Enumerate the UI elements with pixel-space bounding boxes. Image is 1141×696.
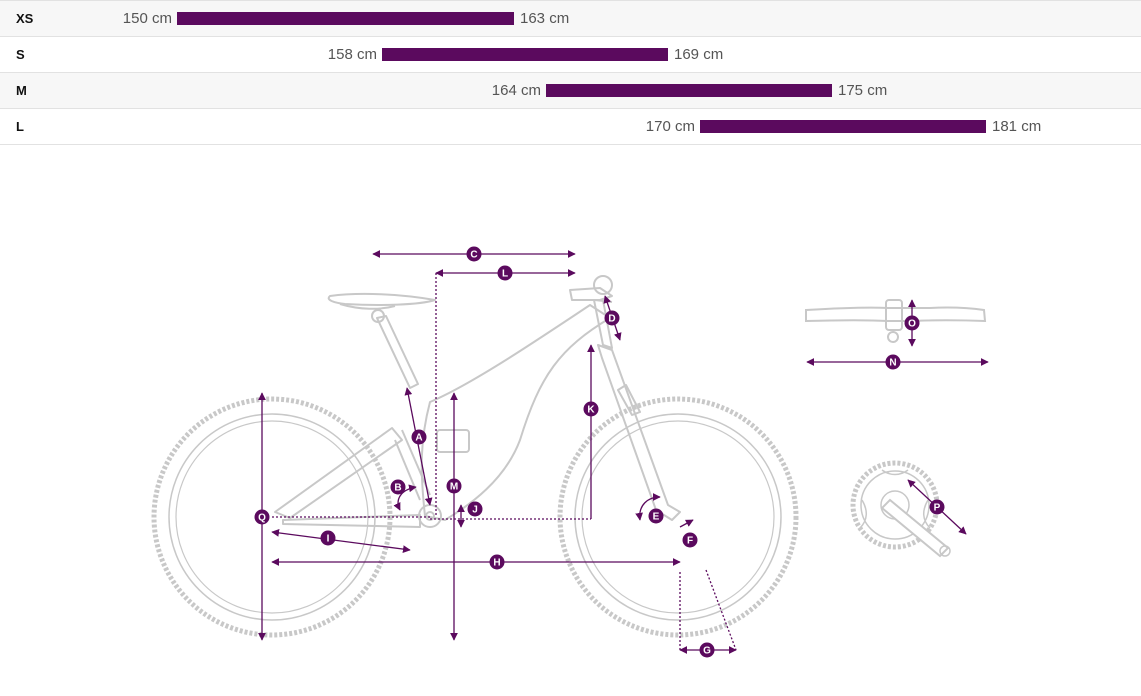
range-bar bbox=[382, 48, 668, 61]
svg-text:F: F bbox=[687, 536, 693, 547]
marker-g: G bbox=[699, 642, 715, 658]
svg-text:J: J bbox=[472, 505, 478, 516]
marker-h: H bbox=[489, 554, 505, 570]
front-wheel bbox=[557, 396, 799, 638]
marker-c: C bbox=[466, 246, 482, 262]
svg-text:P: P bbox=[934, 503, 941, 514]
size-row-l: L 170 cm 181 cm bbox=[0, 109, 1141, 145]
svg-text:H: H bbox=[493, 558, 500, 569]
range-min: 164 cm bbox=[491, 82, 541, 99]
handlebar bbox=[805, 299, 987, 343]
svg-text:E: E bbox=[653, 512, 660, 523]
marker-q: Q bbox=[254, 509, 270, 525]
marker-d: D bbox=[604, 310, 620, 326]
marker-n: N bbox=[885, 354, 901, 370]
range-max: 169 cm bbox=[674, 46, 724, 63]
svg-text:L: L bbox=[502, 269, 508, 280]
svg-text:N: N bbox=[889, 358, 896, 369]
range-min: 170 cm bbox=[645, 118, 695, 135]
marker-m: M bbox=[446, 478, 462, 494]
range-bar bbox=[177, 12, 514, 25]
size-label: S bbox=[16, 47, 25, 62]
svg-text:K: K bbox=[587, 405, 595, 416]
range-bar bbox=[700, 120, 986, 133]
svg-text:C: C bbox=[470, 250, 477, 261]
marker-l: L bbox=[497, 265, 513, 281]
svg-text:M: M bbox=[450, 482, 458, 493]
size-row-s: S 158 cm 169 cm bbox=[0, 37, 1141, 73]
svg-text:O: O bbox=[908, 319, 916, 330]
marker-o: O bbox=[904, 315, 920, 331]
range-min: 150 cm bbox=[122, 10, 172, 27]
size-label: XS bbox=[16, 11, 34, 26]
marker-i: I bbox=[320, 530, 336, 546]
range-bar bbox=[546, 84, 832, 97]
marker-f: F bbox=[682, 532, 698, 548]
size-label: M bbox=[16, 83, 27, 98]
bike-frame bbox=[274, 275, 681, 528]
size-label: L bbox=[16, 119, 24, 134]
marker-k: K bbox=[583, 401, 599, 417]
size-row-xs: XS 150 cm 163 cm bbox=[0, 0, 1141, 37]
marker-b: B bbox=[390, 479, 406, 495]
bike-geometry-svg: C L D K A B M J Q I H E F G O N P bbox=[151, 246, 989, 658]
svg-text:B: B bbox=[394, 483, 401, 494]
range-min: 158 cm bbox=[327, 46, 377, 63]
svg-text:Q: Q bbox=[258, 513, 266, 524]
measurement-lines bbox=[258, 250, 989, 654]
marker-a: A bbox=[411, 429, 427, 445]
size-row-m: M 164 cm 175 cm bbox=[0, 73, 1141, 109]
range-max: 163 cm bbox=[520, 10, 570, 27]
marker-j: J bbox=[467, 501, 483, 517]
svg-text:D: D bbox=[608, 314, 615, 325]
geometry-diagram: C L D K A B M J Q I H E F G O N P bbox=[0, 150, 1141, 696]
size-chart: XS 150 cm 163 cm S 158 cm 169 cm M 164 c… bbox=[0, 0, 1141, 145]
marker-p: P bbox=[929, 499, 945, 515]
marker-e: E bbox=[648, 508, 664, 524]
range-max: 181 cm bbox=[992, 118, 1042, 135]
svg-text:G: G bbox=[703, 646, 711, 657]
range-max: 175 cm bbox=[838, 82, 888, 99]
svg-text:A: A bbox=[415, 433, 422, 444]
svg-text:I: I bbox=[327, 534, 330, 545]
